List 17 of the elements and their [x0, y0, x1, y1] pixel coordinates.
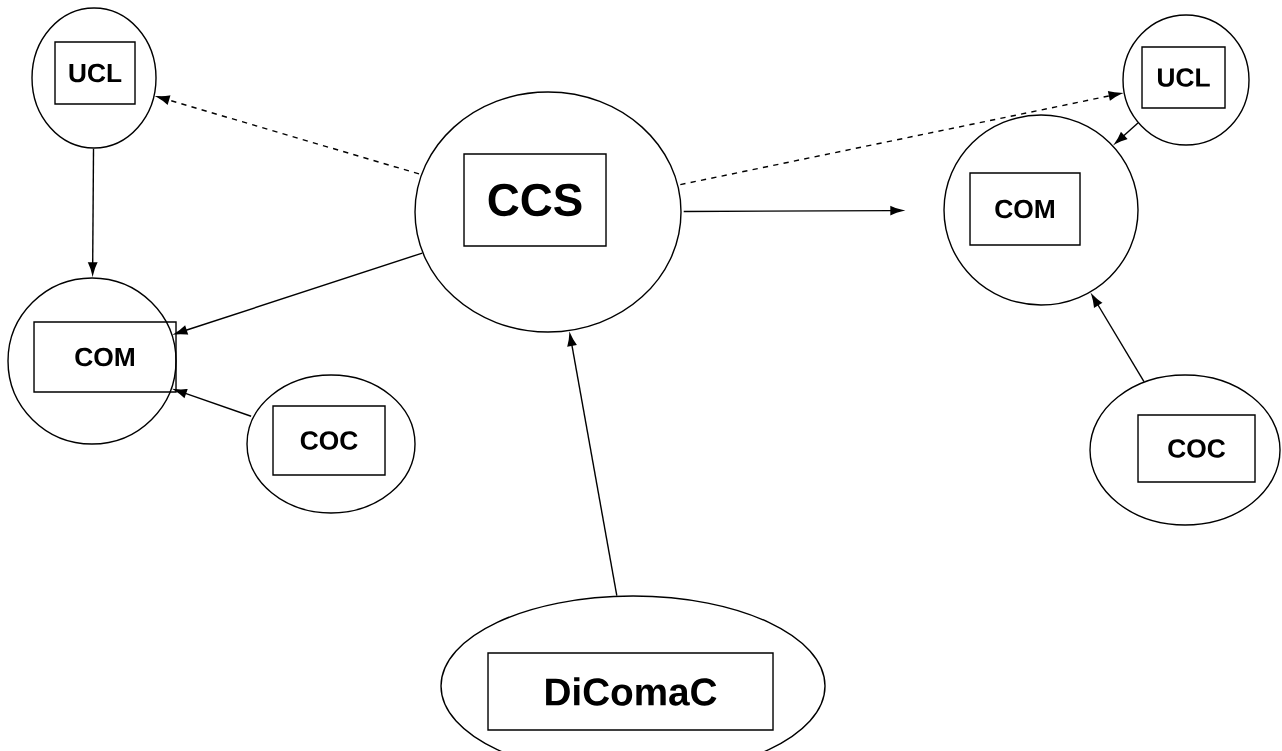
label-box: CCS: [463, 153, 607, 247]
label-box: COM: [969, 172, 1081, 246]
label-box: DiComaC: [487, 652, 774, 731]
arrow: [1114, 122, 1139, 144]
label-box: COC: [1137, 414, 1256, 483]
arrow: [683, 206, 903, 216]
arrow: [88, 148, 98, 275]
arrow: [157, 95, 420, 175]
arrow: [567, 333, 618, 597]
label-box: UCL: [1141, 46, 1226, 109]
arrow: [1091, 294, 1145, 383]
arrow: [174, 252, 423, 335]
label-box: UCL: [54, 41, 136, 105]
arrow: [174, 389, 252, 417]
label-box: COC: [272, 405, 386, 476]
label-box: COM: [33, 321, 177, 393]
arrow: [679, 91, 1122, 186]
